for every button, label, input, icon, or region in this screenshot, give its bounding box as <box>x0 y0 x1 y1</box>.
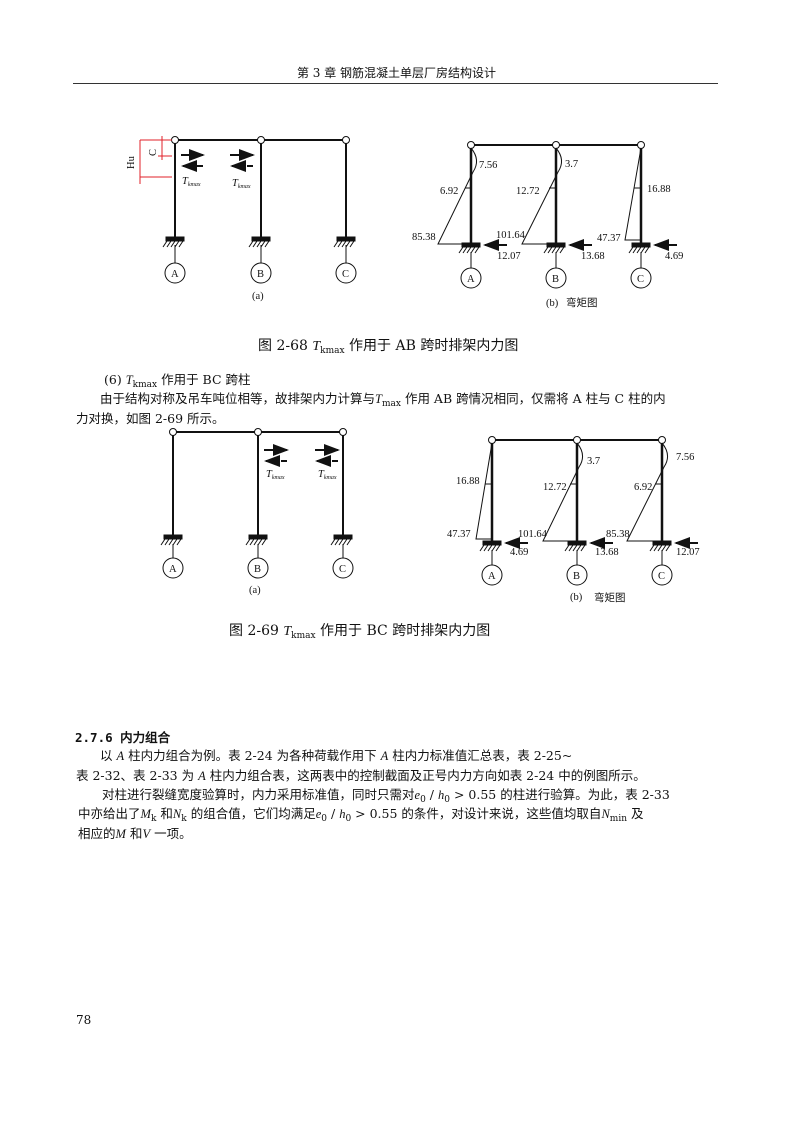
moment-value: 85.38 <box>412 232 436 243</box>
paragraph-line: 力对换，如图 2-69 所示。 <box>76 411 225 426</box>
moment-value: 47.37 <box>597 233 621 244</box>
load-label: Tkmax <box>266 469 285 481</box>
shear-value: 12.07 <box>676 547 700 558</box>
shear-value: 4.69 <box>665 251 683 262</box>
sublabel-b: (b) <box>570 592 583 603</box>
shear-value: 4.69 <box>510 547 528 558</box>
page-number: 78 <box>76 1013 92 1027</box>
sublabel-a: (a) <box>252 291 264 302</box>
figure-caption-2-68: 图 2-68 Tkmax 作用于 AB 跨时排架内力图 <box>258 338 519 356</box>
shear-value: 12.07 <box>497 251 521 262</box>
shear-value: 13.68 <box>581 251 605 262</box>
moment-value: 16.88 <box>456 476 480 487</box>
load-label: Tkmax <box>182 176 201 188</box>
paragraph-line: 以 A 柱内力组合为例。表 2-24 为各种荷载作用下 A 柱内力标准值汇总表，… <box>100 748 573 763</box>
moment-value: 12.72 <box>516 186 540 197</box>
item-6-heading: (6) Tkmax 作用于 BC 跨柱 <box>104 372 251 390</box>
moment-value: 47.37 <box>447 529 471 540</box>
column-label-a: A <box>171 269 179 280</box>
moment-value: 6.92 <box>440 186 458 197</box>
paragraph-line: 表 2-32、表 2-33 为 A 柱内力组合表，这两表中的控制截面及正号内力方… <box>76 768 646 783</box>
load-label: Tkmax <box>232 178 251 190</box>
moment-value: 3.7 <box>565 159 578 170</box>
paragraph-line: 中亦给出了Mk 和Nk 的组合值，它们均满足e0 / h0 > 0.55 的条件… <box>78 806 644 824</box>
paragraph-line: 对柱进行裂缝宽度验算时，内力采用标准值，同时只需对e0 / h0 > 0.55 … <box>102 787 670 805</box>
paragraph-line: 由于结构对称及吊车吨位相等，故排架内力计算与Tmax 作用 AB 跨情况相同，仅… <box>100 391 666 409</box>
moment-value: 16.88 <box>647 184 671 195</box>
moment-value: 101.64 <box>496 230 526 241</box>
moment-value: 7.56 <box>676 452 694 463</box>
moment-value: 7.56 <box>479 160 497 171</box>
column-label-b: B <box>257 269 264 280</box>
paragraph-line: 相应的M 和V 一项。 <box>78 826 192 841</box>
moment-value: 101.64 <box>518 529 548 540</box>
sublabel-a: (a) <box>249 585 261 596</box>
moment-value: 12.72 <box>543 482 567 493</box>
section-heading: 2.7.6 内力组合 <box>75 730 171 745</box>
column-label-a: A <box>488 571 496 582</box>
load-label: Tkmax <box>318 469 337 481</box>
fig68-moment-diagram <box>437 141 677 289</box>
column-label-a: A <box>169 564 177 575</box>
moment-value: 3.7 <box>587 456 600 467</box>
dim-c: C <box>148 149 159 156</box>
fig69-frame-a <box>160 428 354 579</box>
column-label-c: C <box>637 274 644 285</box>
running-header: 第 3 章 钢筋混凝土单层厂房结构设计 <box>296 66 497 80</box>
moment-value: 6.92 <box>634 482 652 493</box>
column-label-a: A <box>467 274 475 285</box>
column-label-b: B <box>573 571 580 582</box>
dim-hu: Hu <box>126 155 137 169</box>
shear-value: 13.68 <box>595 547 619 558</box>
column-label-c: C <box>658 571 665 582</box>
subtitle-b: 弯矩图 <box>566 296 598 309</box>
column-label-b: B <box>552 274 559 285</box>
column-label-c: C <box>342 269 349 280</box>
fig69-moment-diagram <box>475 436 698 586</box>
subtitle-b: 弯矩图 <box>594 591 626 604</box>
fig68-frame-a <box>139 136 357 284</box>
column-label-b: B <box>254 564 261 575</box>
sublabel-b: (b) <box>546 298 559 309</box>
figure-caption-2-69: 图 2-69 Tkmax 作用于 BC 跨时排架内力图 <box>229 623 491 641</box>
column-label-c: C <box>339 564 346 575</box>
moment-value: 85.38 <box>606 529 630 540</box>
header-rule <box>73 83 718 84</box>
